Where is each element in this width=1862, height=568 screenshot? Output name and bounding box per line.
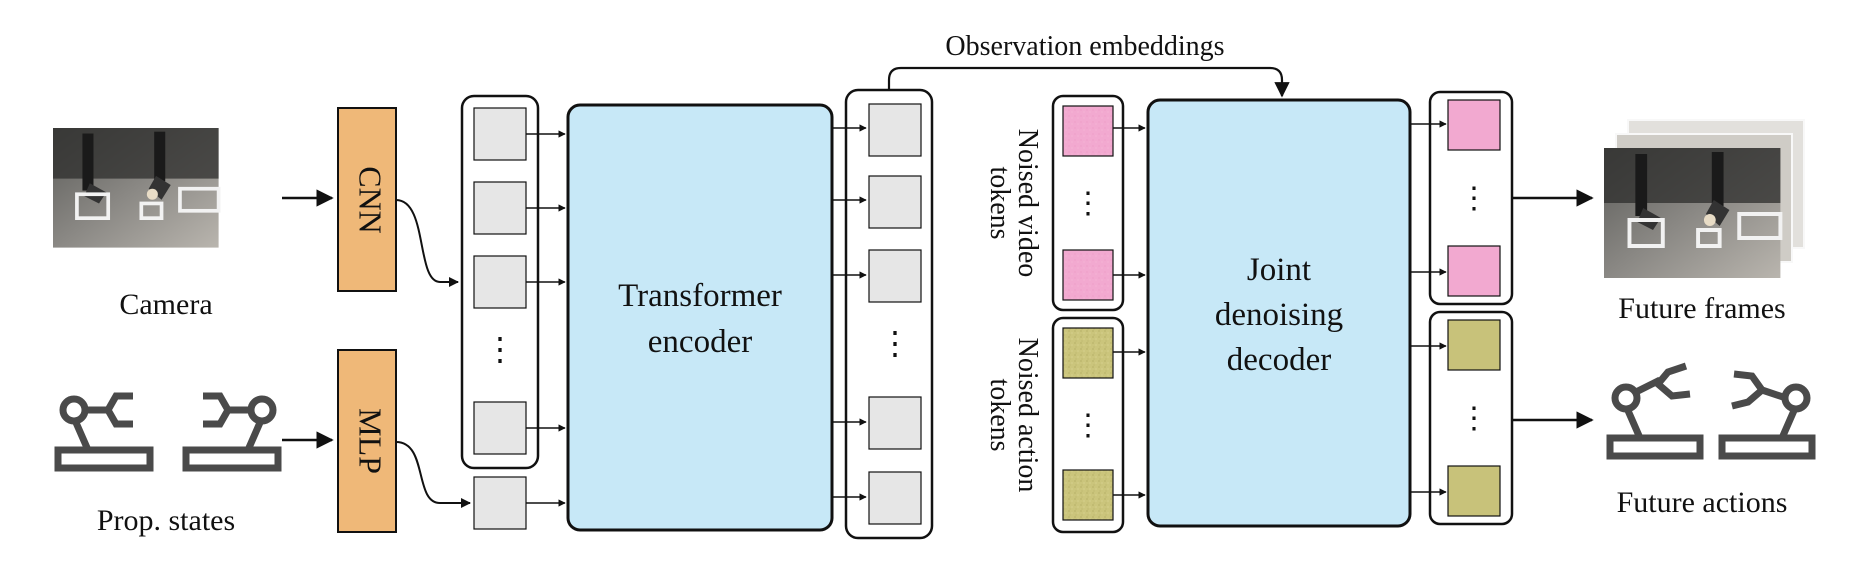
predicted-action-token [1447, 319, 1501, 371]
noised-video-token [1062, 105, 1114, 157]
noised-video-token-group [1051, 94, 1125, 312]
cnn-label: CNN [353, 166, 389, 234]
future-actions-label: Future actions [1617, 486, 1788, 519]
observation-embedding-token [868, 471, 922, 525]
encoder-input-token [473, 107, 527, 161]
observation-embedding-token [868, 175, 922, 229]
mlp-block [337, 349, 397, 533]
noised-action-tokens-label: Noised action [1012, 338, 1043, 493]
predicted-video-token [1447, 99, 1501, 151]
joint-denoising-decoder-block [1146, 98, 1412, 528]
observation-embedding-token [868, 103, 922, 157]
prop-states-label: Prop. states [97, 504, 235, 537]
predicted-action-ellipsis: ⋮ [1459, 402, 1489, 435]
decoder-label: Joint [1247, 252, 1311, 288]
observation-embeddings-arrow [887, 66, 1290, 98]
camera-label: Camera [119, 288, 212, 321]
robot-arm-icon [1718, 370, 1816, 460]
predicted-video-token [1447, 245, 1501, 297]
noised-action-token-group [1051, 316, 1125, 534]
decoder-label: denoising [1215, 297, 1343, 333]
observation-embeddings-label: Observation embeddings [945, 31, 1224, 62]
encoder-input-token [473, 401, 527, 455]
future-frames-label: Future frames [1618, 292, 1785, 325]
robot-arm-icon [58, 396, 150, 468]
encoder-input-token [473, 181, 527, 235]
transformer-encoder-label: Transformer [618, 278, 782, 314]
noised-video-ellipsis: ⋮ [1073, 187, 1103, 220]
observation-embedding-group [844, 88, 934, 540]
observation-embedding-ellipsis: ⋮ [879, 325, 911, 361]
robot-arm-icon [1606, 362, 1704, 460]
future-frames-image [1602, 119, 1805, 280]
noised-action-token [1062, 327, 1114, 379]
proprio-token [473, 476, 527, 530]
mlp-label: MLP [353, 408, 389, 474]
camera-image [51, 126, 221, 250]
noised-video-tokens-label: tokens [984, 166, 1015, 239]
transformer-encoder-label: encoder [648, 324, 752, 360]
noised-action-tokens-label: tokens [984, 378, 1015, 451]
robot-arm-icon [186, 396, 278, 468]
noised-video-token [1062, 249, 1114, 301]
observation-embedding-token [868, 249, 922, 303]
predicted-action-token [1447, 465, 1501, 517]
predicted-action-token-group [1428, 310, 1514, 526]
noised-action-token [1062, 469, 1114, 521]
predicted-video-ellipsis: ⋮ [1459, 182, 1489, 215]
encoder-input-ellipsis: ⋮ [484, 331, 516, 367]
noised-action-ellipsis: ⋮ [1073, 409, 1103, 442]
transformer-encoder-block [566, 103, 834, 532]
observation-embedding-token [868, 396, 922, 450]
noised-video-tokens-label: Noised video [1012, 129, 1043, 278]
encoder-input-token [473, 255, 527, 309]
decoder-label: decoder [1227, 342, 1331, 378]
